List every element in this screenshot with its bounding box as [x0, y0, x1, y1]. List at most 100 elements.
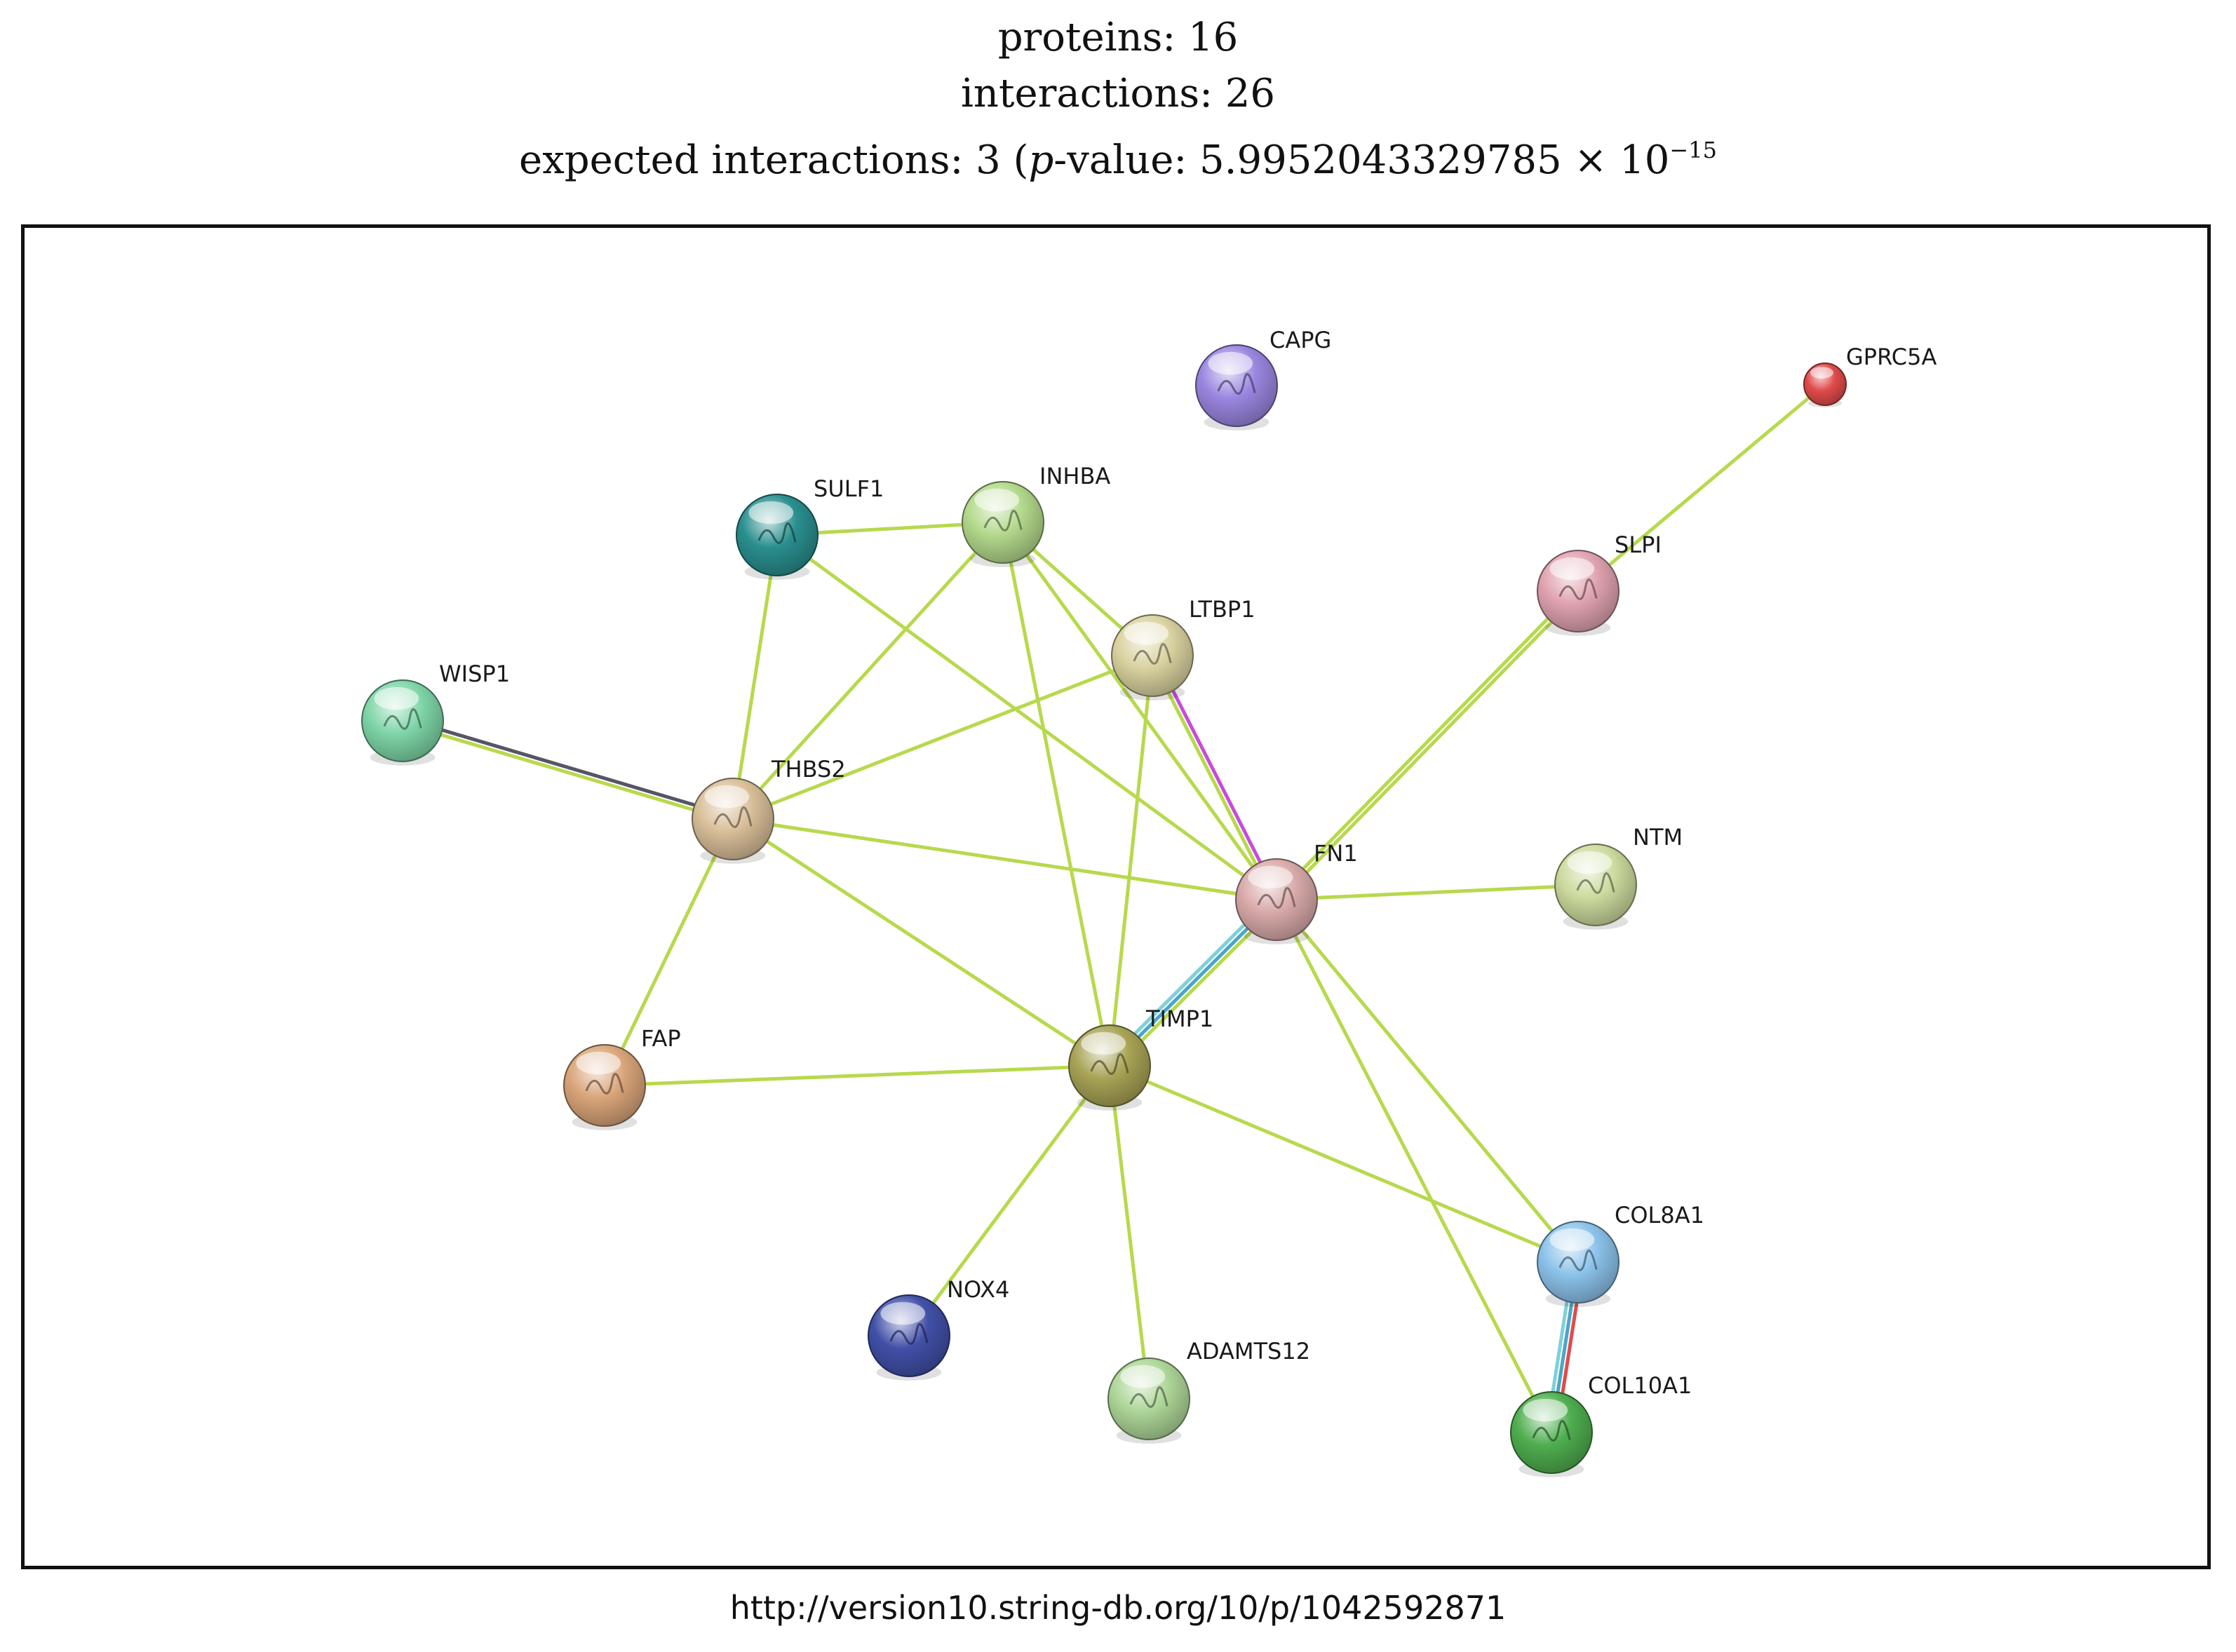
edge-strand	[1001, 520, 1112, 1068]
protein-structure-glyph	[1576, 872, 1615, 894]
node-highlight	[1208, 351, 1253, 375]
p-italic: p	[1028, 137, 1054, 183]
node-label: SULF1	[814, 475, 884, 502]
expected-interactions: expected interactions: 3 (p-value: 5.995…	[0, 122, 2236, 189]
node-highlight	[880, 1301, 926, 1325]
edge-inhba-thbs2[interactable]	[731, 520, 1005, 821]
p-value: -value: 5.9952043329785 × 10	[1053, 137, 1670, 183]
edge-strand	[1001, 520, 1279, 902]
edge-ltbp1-thbs2[interactable]	[731, 654, 1154, 821]
node-highlight	[1081, 1031, 1126, 1055]
protein-structure-glyph	[1257, 887, 1296, 909]
node-fap[interactable]: FAP	[563, 1025, 681, 1130]
edge-strand	[731, 817, 1279, 902]
edge-strand	[1274, 883, 1598, 902]
protein-count: proteins: 16	[997, 15, 1239, 60]
node-capg[interactable]: CAPG	[1195, 327, 1331, 431]
edge-strand	[1107, 1064, 1151, 1401]
source-url[interactable]: http://version10.string-db.org/10/p/1042…	[729, 1589, 1507, 1627]
edge-strand	[1576, 382, 1827, 593]
edge-fn1-col8a1[interactable]	[1274, 898, 1580, 1264]
protein-structure-glyph	[585, 1073, 624, 1095]
node-label: GPRC5A	[1846, 344, 1937, 370]
node-fn1[interactable]: FN1	[1235, 840, 1358, 945]
node-label: NOX4	[947, 1276, 1009, 1303]
node-adamts12[interactable]: ADAMTS12	[1107, 1338, 1310, 1444]
node-label: INHBA	[1039, 463, 1110, 489]
edge-inhba-timp1[interactable]	[1001, 520, 1112, 1068]
protein-structure-glyph	[1558, 1250, 1598, 1271]
edge-slpi-fn1[interactable]	[1272, 588, 1582, 903]
network-frame	[21, 224, 2211, 1569]
edge-ltbp1-timp1[interactable]	[1107, 654, 1154, 1068]
protein-structure-glyph	[757, 522, 797, 544]
node-label: WISP1	[439, 661, 510, 687]
node-layer: CAPG GPRC5A SULF1 INHBA SLPI LTBP1WISP1THBS2F…	[361, 327, 1937, 1477]
protein-structure-glyph	[1558, 578, 1598, 600]
node-label: TIMP1	[1145, 1006, 1213, 1032]
protein-structure-glyph	[1133, 643, 1172, 665]
node-col8a1[interactable]: COL8A1	[1537, 1202, 1704, 1307]
node-timp1[interactable]: TIMP1	[1068, 1006, 1213, 1111]
node-highlight	[1124, 621, 1169, 645]
edge-strand	[775, 533, 1279, 902]
node-label: COL10A1	[1588, 1372, 1692, 1399]
node-highlight	[974, 488, 1020, 512]
node-ltbp1[interactable]: LTBP1	[1111, 596, 1255, 700]
node-highlight	[1549, 1228, 1595, 1252]
edge-gprc5a-slpi[interactable]	[1576, 382, 1827, 593]
edge-strand	[1107, 654, 1154, 1068]
expected-prefix: expected interactions: 3 (	[519, 137, 1029, 183]
node-label: NTM	[1633, 824, 1683, 851]
node-gprc5a[interactable]: GPRC5A	[1803, 344, 1937, 407]
edge-inhba-fn1[interactable]	[1001, 520, 1279, 902]
edge-strand	[731, 654, 1154, 821]
node-highlight	[704, 785, 750, 808]
edge-timp1-adamts12[interactable]	[1107, 1064, 1151, 1401]
protein-structure-glyph	[1532, 1420, 1571, 1442]
edge-strand	[731, 533, 779, 821]
node-wisp1[interactable]: WISP1	[361, 661, 510, 766]
node-highlight	[1248, 865, 1293, 889]
edge-thbs2-fn1[interactable]	[731, 817, 1279, 902]
edge-sulf1-thbs2[interactable]	[731, 533, 779, 821]
node-label: FN1	[1314, 840, 1358, 867]
node-label: CAPG	[1269, 327, 1331, 353]
p-value-exponent: −15	[1669, 137, 1717, 163]
edge-wisp1-thbs2[interactable]	[400, 717, 736, 823]
edge-timp1-col8a1[interactable]	[1107, 1064, 1580, 1264]
protein-structure-glyph	[1217, 373, 1256, 395]
node-col10a1[interactable]: COL10A1	[1510, 1372, 1692, 1477]
edge-fn1-ntm[interactable]	[1274, 883, 1598, 902]
edge-fap-timp1[interactable]	[602, 1064, 1112, 1088]
edge-strand	[400, 721, 734, 823]
node-label: THBS2	[771, 756, 846, 783]
node-slpi[interactable]: SLPI	[1537, 532, 1662, 636]
node-nox4[interactable]: NOX4	[868, 1276, 1009, 1381]
protein-structure-glyph	[383, 708, 422, 730]
edge-strand	[602, 817, 735, 1088]
node-label: FAP	[641, 1025, 681, 1052]
edge-strand	[602, 1064, 1112, 1088]
node-highlight	[748, 501, 794, 524]
node-label: SLPI	[1615, 532, 1662, 558]
edge-thbs2-timp1[interactable]	[731, 817, 1112, 1068]
edge-strand	[401, 717, 736, 819]
protein-structure-glyph	[889, 1323, 929, 1345]
edge-thbs2-fap[interactable]	[602, 817, 735, 1088]
node-highlight	[1120, 1365, 1166, 1388]
edge-timp1-nox4[interactable]	[907, 1064, 1112, 1338]
summary-header: proteins: 16 interactions: 26 expected i…	[0, 10, 2236, 189]
protein-structure-glyph	[1090, 1053, 1129, 1075]
edge-sulf1-fn1[interactable]	[775, 533, 1279, 902]
node-ntm[interactable]: NTM	[1554, 824, 1683, 930]
edge-layer	[400, 382, 1827, 1435]
node-sulf1[interactable]: SULF1	[736, 475, 884, 580]
node-inhba[interactable]: INHBA	[962, 463, 1110, 567]
edge-ltbp1-fn1[interactable]	[1148, 652, 1281, 903]
node-label: COL8A1	[1615, 1202, 1704, 1228]
node-thbs2[interactable]: THBS2	[692, 756, 846, 864]
node-label: LTBP1	[1189, 596, 1255, 623]
edge-fn1-col10a1[interactable]	[1274, 898, 1554, 1435]
